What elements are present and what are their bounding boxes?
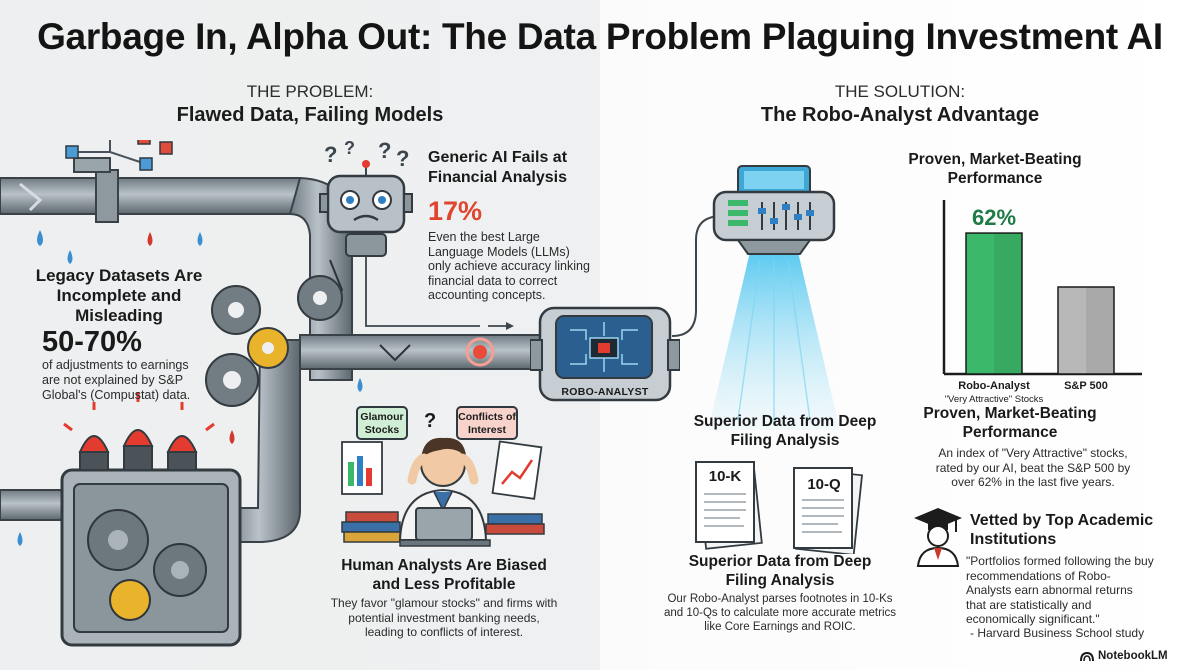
confused-robot-icon: ? ? ? ? xyxy=(319,140,413,257)
svg-text:?: ? xyxy=(378,140,391,163)
filing-heading-top: Superior Data from Deep Filing Analysis xyxy=(693,413,877,449)
performance-heading-top: Proven, Market-Beating Performance xyxy=(908,151,1082,187)
bar-shade xyxy=(1086,287,1114,374)
filing-text: Our Robo-Analyst parses footnotes in 10-… xyxy=(663,593,897,633)
connector-line xyxy=(365,256,514,330)
broken-pipeline-illustration xyxy=(0,140,546,647)
human-analysts-heading: Human Analysts Are Biased and Less Profi… xyxy=(341,557,547,593)
legacy-stat: 50-70% xyxy=(42,326,142,358)
doc-10k-label: 10-K xyxy=(708,468,742,485)
generic-ai-heading: Generic AI Fails at Financial Analysis xyxy=(428,149,568,186)
academic-source: - Harvard Business School study xyxy=(970,626,1145,640)
graduate-icon xyxy=(914,508,962,567)
doc-10q-label: 10-Q xyxy=(807,476,841,493)
bar-sp500 xyxy=(1057,286,1115,375)
page-title: Garbage In, Alpha Out: The Data Problem … xyxy=(37,16,1163,57)
conflicts-bubble: Conflicts of Interest xyxy=(456,406,518,440)
notebooklm-logo: NotebookLM xyxy=(1080,650,1168,662)
bar-category-label: S&P 500 xyxy=(1064,380,1108,392)
notebooklm-logo-text: NotebookLM xyxy=(1098,650,1168,662)
filing-documents-icon xyxy=(695,461,864,554)
filing-scanner xyxy=(708,165,840,430)
generic-ai-text: Even the best Large Language Models (LLM… xyxy=(428,230,590,302)
stressed-analyst-illustration xyxy=(341,437,545,547)
bar-shade xyxy=(994,233,1022,374)
legacy-heading: Legacy Datasets Are Incomplete and Misle… xyxy=(35,266,203,325)
bar-robo-analyst xyxy=(965,232,1023,375)
svg-text:?: ? xyxy=(344,140,355,158)
bar-category-label: Robo-Analyst xyxy=(958,380,1030,392)
performance-bar-chart: 62% Robo-Analyst "Very Attractive" Stocks S… xyxy=(942,200,1142,405)
academic-heading: Vetted by Top Academic Institutions xyxy=(970,512,1154,548)
problem-title: Flawed Data, Failing Models xyxy=(176,104,444,126)
generic-ai-stat: 17% xyxy=(428,196,483,226)
glamour-stocks-bubble: Glamour Stocks xyxy=(356,406,408,440)
solution-kicker: THE SOLUTION: xyxy=(834,82,966,101)
robo-analyst-label: ROBO-ANALYST xyxy=(561,386,649,398)
performance-heading: Proven, Market-Beating Performance xyxy=(923,405,1097,441)
question-mark: ? xyxy=(424,410,437,432)
bar-data-label: 62% xyxy=(972,205,1016,230)
notebooklm-logo-icon xyxy=(1080,651,1094,662)
robo-cable xyxy=(671,215,723,337)
robo-analyst-device xyxy=(530,306,680,402)
svg-text:?: ? xyxy=(324,142,337,167)
problem-kicker: THE PROBLEM: xyxy=(246,82,374,101)
human-analysts-text: They favor "glamour stocks" and firms wi… xyxy=(330,596,558,639)
solution-title: The Robo-Analyst Advantage xyxy=(760,104,1040,126)
academic-quote: "Portfolios formed following the buy rec… xyxy=(966,554,1154,626)
legacy-text: of adjustments to earnings are not expla… xyxy=(42,358,191,402)
performance-text: An index of "Very Attractive" stocks, ra… xyxy=(935,446,1131,489)
bar-category-sublabel: "Very Attractive" Stocks xyxy=(945,394,1044,405)
filing-heading: Superior Data from Deep Filing Analysis xyxy=(688,553,872,589)
svg-text:?: ? xyxy=(396,146,409,171)
